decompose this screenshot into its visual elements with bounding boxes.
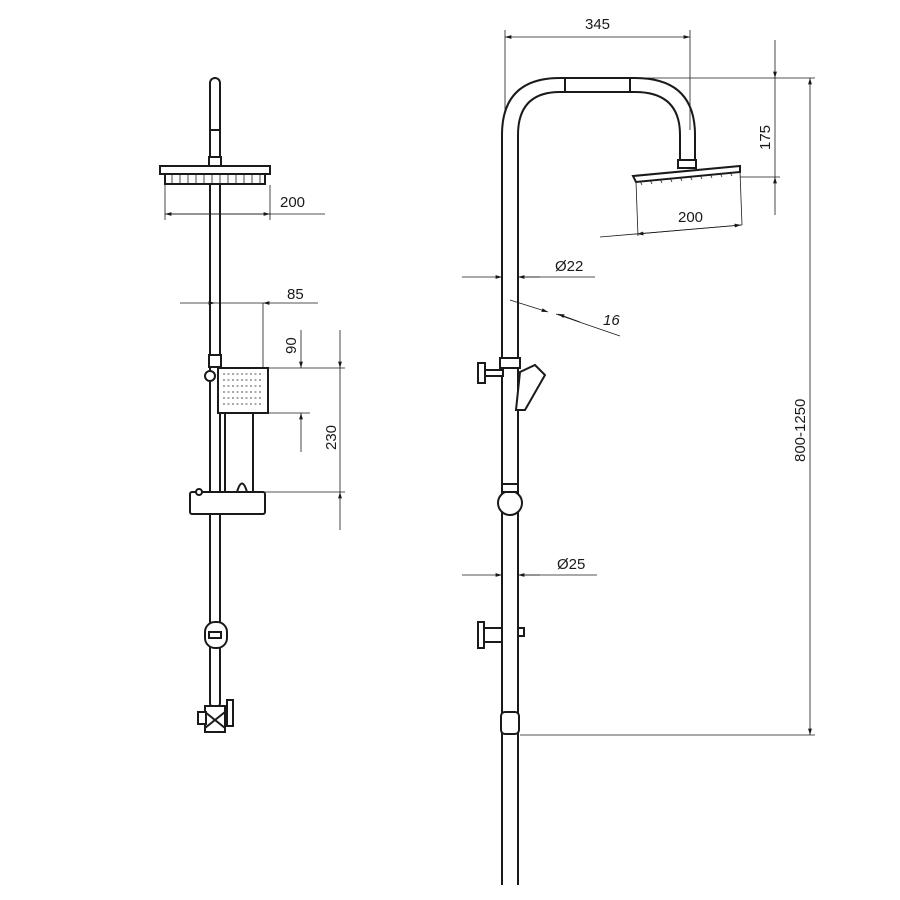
pipe-sleeve: [564, 77, 631, 93]
slider-clamp: [208, 354, 222, 368]
handshower-side: [514, 363, 547, 411]
handshower-head: [217, 367, 269, 414]
dim-head-drop: 175: [757, 125, 774, 150]
diverter: [197, 699, 234, 733]
handshower-handle: [224, 412, 254, 494]
front-view: 200 85 90 230: [157, 77, 345, 882]
holder-knob: [497, 490, 523, 516]
slider-knob: [477, 362, 504, 384]
slider-holder: [189, 491, 266, 515]
dim-handshower-thickness: 16: [603, 312, 620, 329]
rain-shower-head: [159, 165, 271, 185]
dim-handshower-height: 90: [283, 337, 300, 354]
dim-holder-distance: 230: [323, 425, 340, 450]
dim-head-width-side: 200: [678, 209, 703, 226]
hose: [157, 514, 270, 882]
riser-pipe-outer: [501, 77, 696, 885]
dim-lower-pipe-diameter: Ø25: [557, 556, 585, 573]
dim-head-width-front: 200: [280, 194, 305, 211]
wall-bracket-side: [477, 621, 525, 649]
dim-arm-reach: 345: [585, 16, 610, 33]
dim-arm-offset: 85: [287, 286, 304, 303]
dim-height-range: 800-1250: [792, 399, 809, 462]
side-view: 345 175 200 Ø22 16 Ø25 800-1250: [462, 16, 815, 885]
dim-upper-pipe-diameter: Ø22: [555, 258, 583, 275]
